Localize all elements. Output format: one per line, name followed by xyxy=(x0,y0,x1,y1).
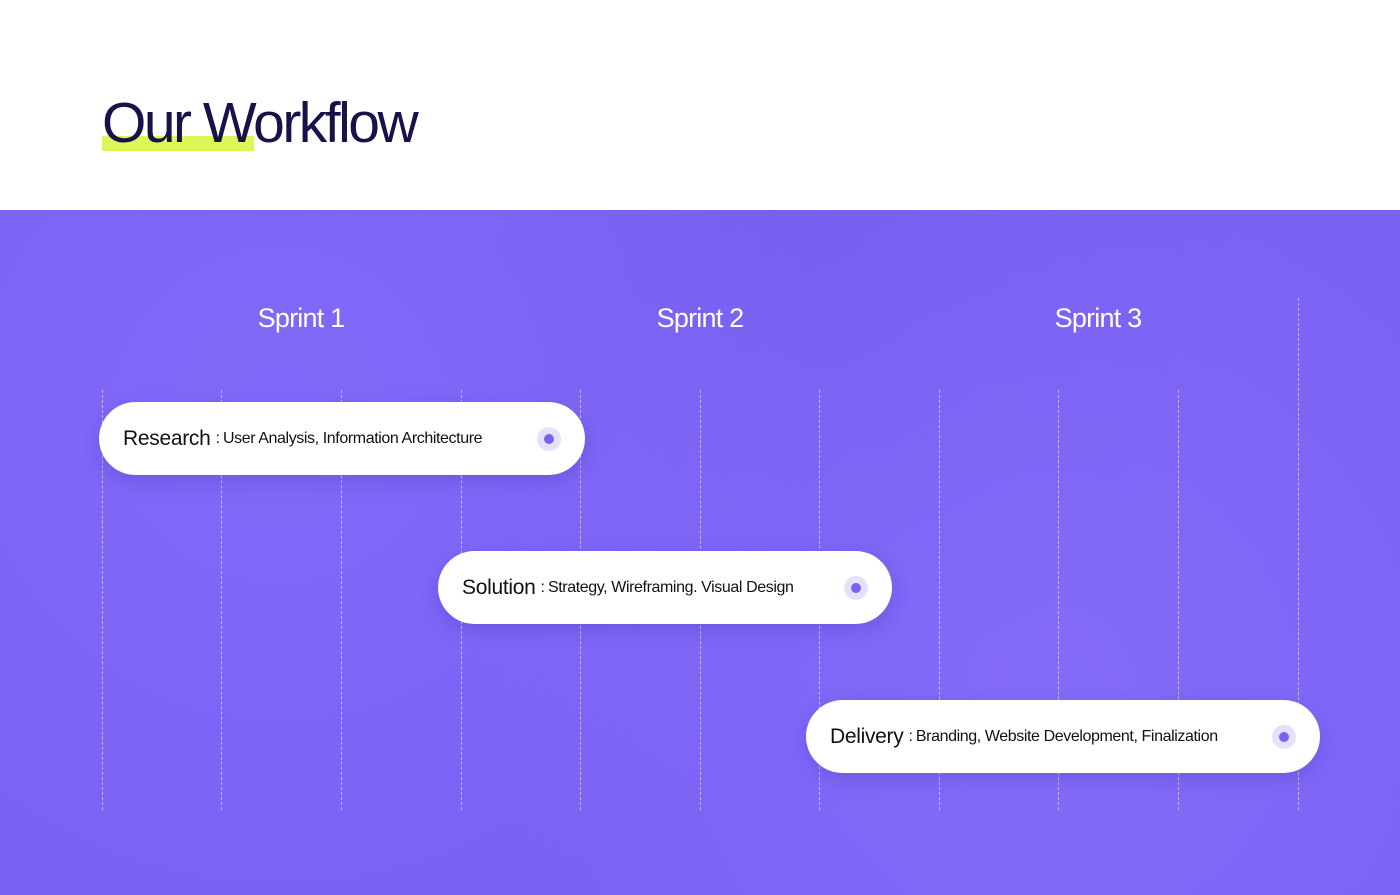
phase-separator: : xyxy=(908,727,913,745)
phase-description: Branding, Website Development, Finalizat… xyxy=(915,727,1218,745)
header: Our Workflow xyxy=(0,0,1400,210)
title-wrap: Our Workflow xyxy=(102,88,419,158)
phase-title: Research xyxy=(123,426,211,450)
grid-line xyxy=(1298,298,1299,810)
grid-line xyxy=(939,390,940,810)
phase-separator: : xyxy=(540,578,545,596)
grid-line xyxy=(341,390,342,810)
phase-title: Solution xyxy=(462,575,536,599)
phase-description: User Analysis, Information Architecture xyxy=(222,429,483,447)
grid-line xyxy=(221,390,222,810)
phase-delivery: Delivery : Branding, Website Development… xyxy=(806,700,1320,773)
grid-line xyxy=(1178,390,1179,810)
grid-line xyxy=(1058,390,1059,810)
phase-description: Strategy, Wireframing. Visual Design xyxy=(547,578,794,596)
phase-research: Research : User Analysis, Information Ar… xyxy=(99,402,585,475)
dot-indicator-icon xyxy=(1272,724,1296,749)
phase-separator: : xyxy=(215,429,220,447)
dot-indicator-icon xyxy=(844,575,868,600)
grid-line xyxy=(102,390,103,810)
sprint-2-label: Sprint 2 xyxy=(656,303,744,333)
title-highlight xyxy=(102,136,254,151)
page-title: Our Workflow xyxy=(102,91,419,155)
phase-title: Delivery xyxy=(830,724,904,748)
phase-solution: Solution : Strategy, Wireframing. Visual… xyxy=(438,551,892,624)
dot-indicator-icon xyxy=(537,426,561,451)
sprint-1-label: Sprint 1 xyxy=(257,303,345,333)
workflow-timeline: Sprint 1 Sprint 2 Sprint 3 Research : Us… xyxy=(0,210,1400,895)
sprint-3-label: Sprint 3 xyxy=(1054,303,1142,333)
